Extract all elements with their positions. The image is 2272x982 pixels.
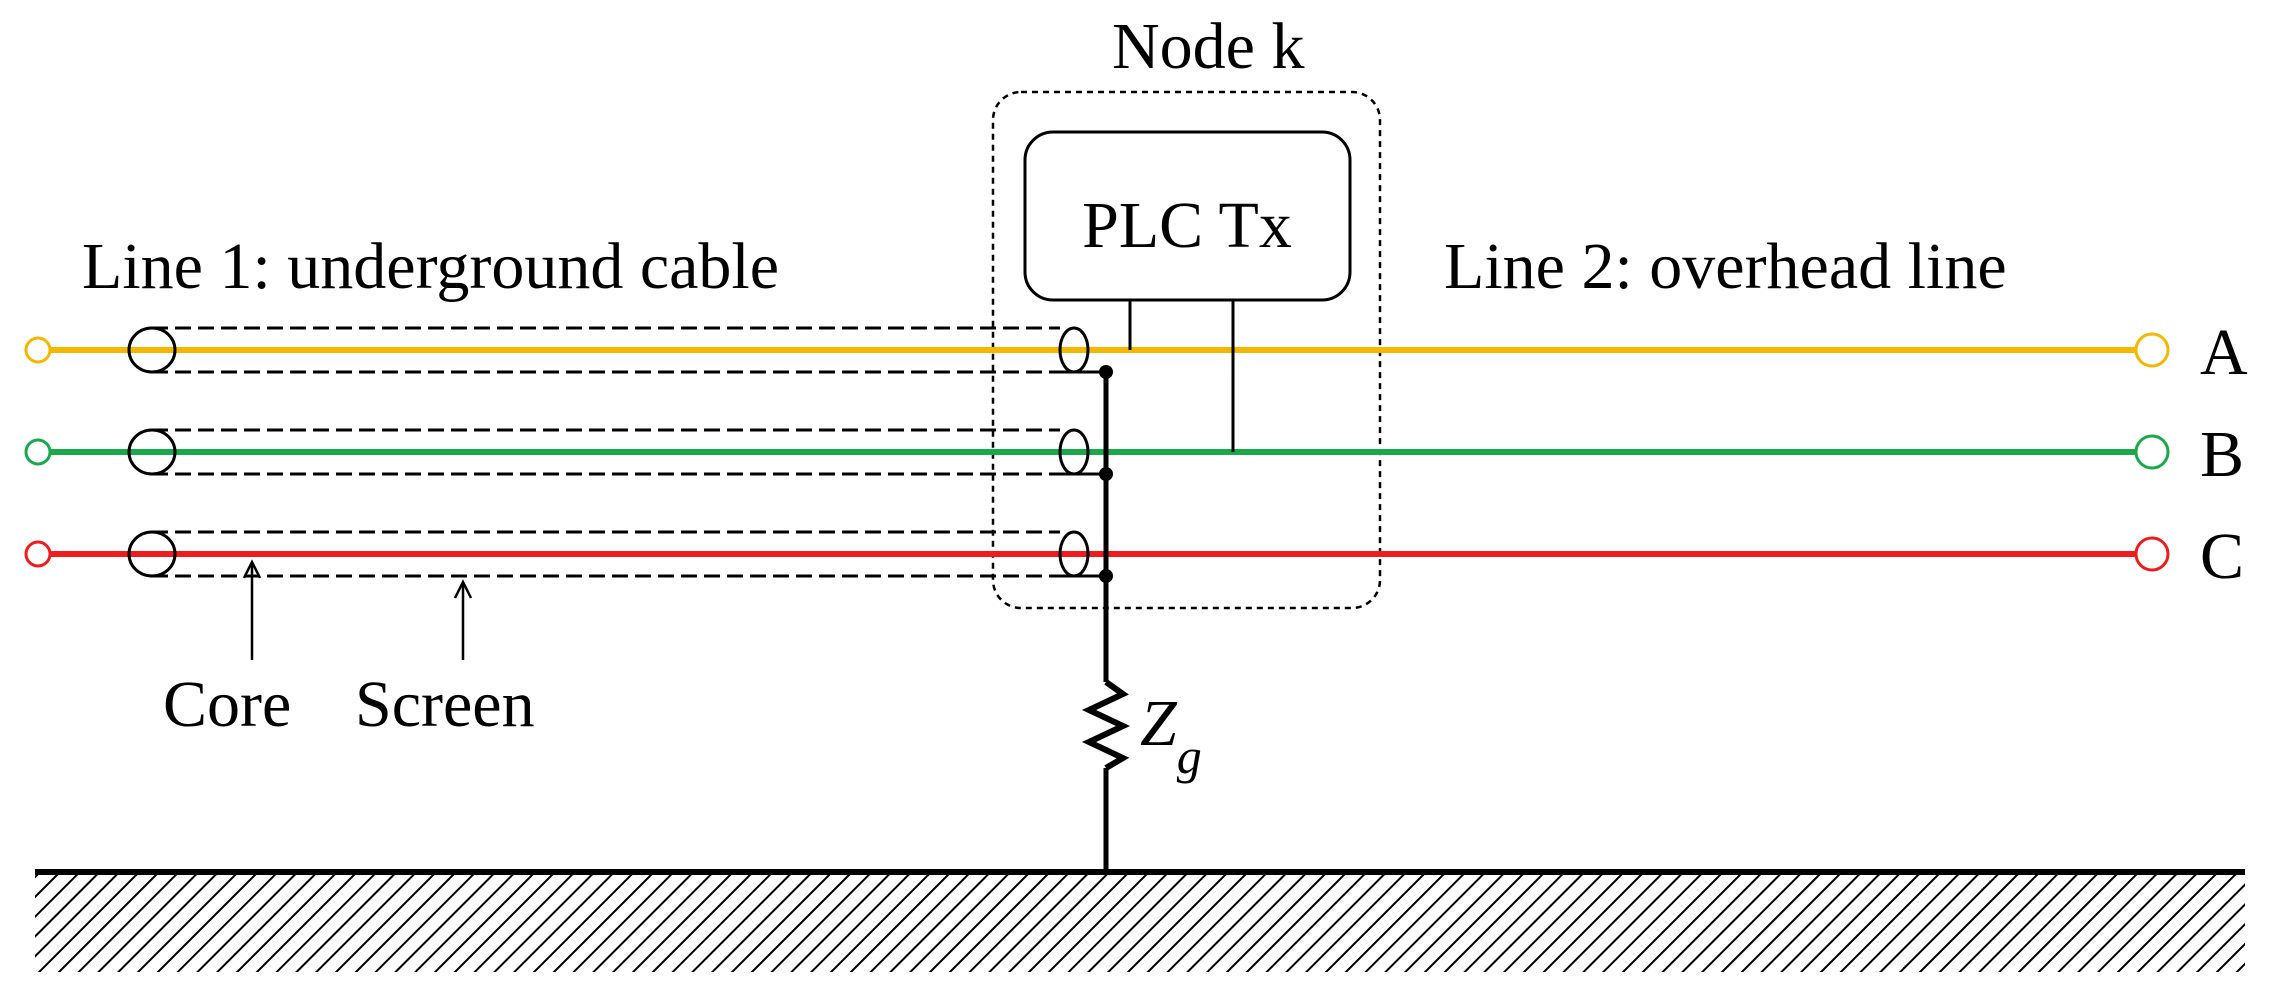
terminal-left-c xyxy=(24,540,52,568)
grounding xyxy=(1060,365,1131,872)
terminal-right-c xyxy=(2134,536,2170,572)
line1-label: Line 1: underground cable xyxy=(82,230,779,303)
impedance-subscript: g xyxy=(1177,728,1202,784)
phase-c-label: C xyxy=(2200,520,2244,593)
plc-tx-label: PLC Tx xyxy=(1082,189,1292,262)
screen-arrow-head xyxy=(453,579,473,599)
junction-dot-b xyxy=(1099,467,1113,481)
annotation-arrows xyxy=(242,559,473,660)
terminals xyxy=(24,332,2170,572)
phase-lines xyxy=(48,347,2140,557)
core-label: Core xyxy=(163,668,291,741)
terminal-left-b xyxy=(24,438,52,466)
cable-end-ellipses xyxy=(127,326,1090,578)
core-arrow-head xyxy=(242,559,262,579)
cable-screens xyxy=(152,326,1060,578)
cable-start-a xyxy=(127,326,177,374)
junction-dot-a xyxy=(1099,365,1113,379)
phase-a-label: A xyxy=(2200,316,2248,389)
node-label: Node k xyxy=(1112,10,1304,83)
terminal-right-b xyxy=(2134,434,2170,470)
plc-coupling xyxy=(1128,300,1235,452)
junction-dot-c xyxy=(1099,569,1113,583)
terminal-right-a xyxy=(2134,332,2170,368)
cable-start-b xyxy=(127,428,177,476)
screen-label: Screen xyxy=(355,668,535,741)
node-box xyxy=(991,90,1382,610)
ground xyxy=(35,869,2245,972)
terminal-left-a xyxy=(24,336,52,364)
plc-tx-box xyxy=(1023,130,1352,302)
impedance-symbol: Z xyxy=(1140,687,1178,760)
ground-hatch xyxy=(35,872,2245,972)
phase-b-label: B xyxy=(2200,418,2244,491)
ground-resistor xyxy=(1081,679,1131,771)
impedance-label: Zg xyxy=(1140,687,1202,784)
line2-label: Line 2: overhead line xyxy=(1444,230,2007,303)
cable-start-c xyxy=(127,530,177,578)
